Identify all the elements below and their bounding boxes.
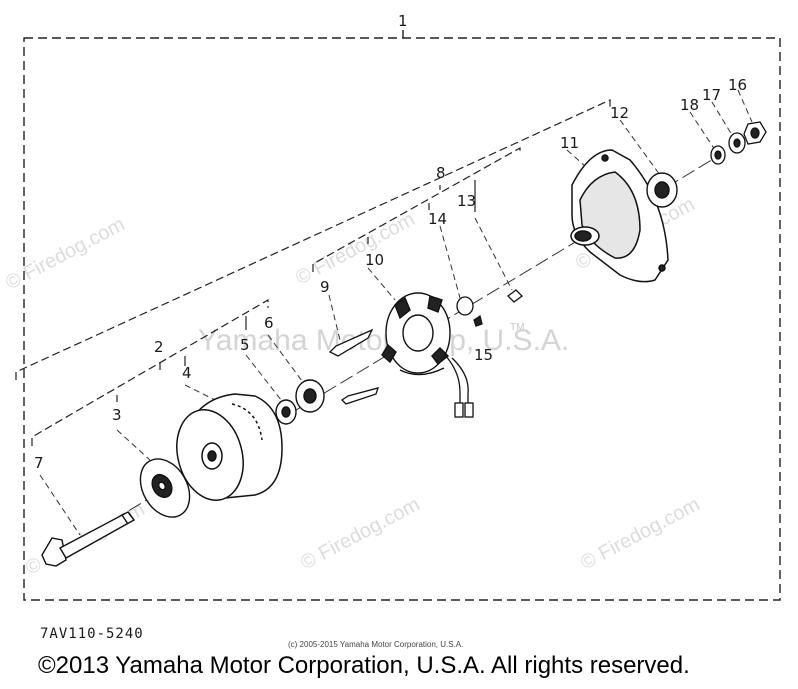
part-screw-13 — [507, 289, 523, 303]
callout-3: 3 — [112, 406, 122, 424]
part-flywheel-4 — [176, 393, 283, 501]
part-washer-3 — [139, 458, 191, 518]
callout-12: 12 — [610, 104, 629, 122]
part-nut-16 — [743, 121, 767, 145]
callout-11: 11 — [560, 134, 579, 152]
callout-14: 14 — [428, 210, 447, 228]
callout-2: 2 — [154, 338, 164, 356]
callout-7: 7 — [34, 454, 44, 472]
diagram-code: 7AV110-5240 — [40, 626, 144, 642]
callout-1: 1 — [398, 12, 408, 30]
callout-16: 16 — [728, 76, 747, 94]
callout-labels: 1 2 3 4 5 6 7 8 9 10 11 12 13 14 15 16 1… — [34, 12, 747, 472]
callout-5: 5 — [240, 336, 250, 354]
callout-15: 15 — [474, 346, 493, 364]
part-bearing-5 — [275, 399, 297, 425]
callout-18: 18 — [680, 96, 699, 114]
part-cover-11 — [570, 149, 669, 283]
watermark-trademark: TM — [510, 322, 524, 333]
part-lead-wire-15 — [444, 354, 474, 418]
part-screw-9 — [328, 328, 379, 405]
leader-lines — [15, 99, 611, 446]
watermark-firedog: © Firedog.com — [2, 213, 128, 294]
callout-13: 13 — [457, 192, 476, 210]
part-washer-17 — [728, 132, 746, 154]
callout-4: 4 — [182, 364, 192, 382]
callout-9: 9 — [320, 278, 330, 296]
watermark-firedog: © Firedog.com — [292, 208, 418, 289]
callout-6: 6 — [264, 314, 274, 332]
part-bolt-7 — [41, 511, 136, 567]
small-copyright: (c) 2005-2015 Yamaha Motor Corporation, … — [288, 640, 464, 649]
callout-17: 17 — [702, 86, 721, 104]
part-bearing-12 — [646, 172, 678, 208]
part-washer-18 — [710, 145, 726, 165]
callout-10: 10 — [365, 251, 384, 269]
part-grommet-14 — [456, 296, 483, 327]
copyright-notice: ©2013 Yamaha Motor Corporation, U.S.A. A… — [38, 652, 690, 679]
part-stator-10 — [381, 292, 451, 376]
watermark-firedog: © Firedog.com — [297, 493, 423, 574]
watermark-firedog: © Firedog.com — [577, 493, 703, 574]
callout-8: 8 — [436, 164, 446, 182]
part-bearing-6 — [295, 379, 325, 413]
assembly-frame — [23, 37, 781, 601]
